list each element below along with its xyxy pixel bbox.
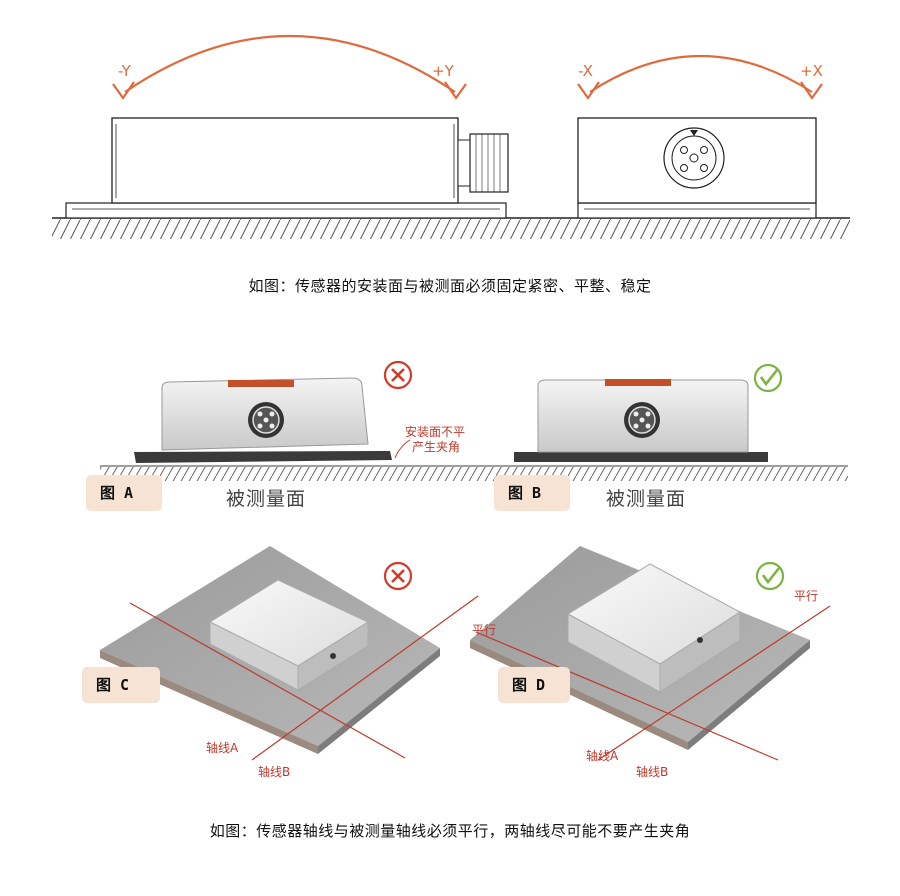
connector-icon — [624, 402, 660, 438]
fig-c-axis-a-line — [251, 595, 479, 761]
check-circle-icon — [755, 561, 785, 591]
pos-x-label: +X — [800, 62, 823, 80]
fig-a-label: 图 A — [86, 475, 162, 511]
connector-icon — [248, 402, 284, 438]
fig-a-sensor: 安装面不平 产生夹角 — [134, 377, 465, 463]
fig-d-sensor — [566, 563, 741, 693]
angle-note-line1: 安装面不平 — [405, 424, 465, 439]
fig-b-sensor — [514, 379, 768, 462]
neg-y-label: -Y — [118, 62, 132, 80]
fig-d-parallel-label-right: 平行 — [794, 589, 818, 603]
fig-d-axis-a-label: 轴线A — [586, 748, 619, 763]
y-rotation-arrow: -Y +Y — [112, 34, 467, 100]
check-circle-icon — [753, 363, 783, 393]
fig-d-axis-b-label: 轴线B — [636, 764, 668, 779]
neg-x-label: -X — [578, 62, 593, 80]
fig-c-label: 图 C — [82, 667, 160, 703]
sensor-side-view — [65, 117, 509, 219]
top-caption: 如图：传感器的安装面与被测面必须固定紧密、平整、稳定 — [248, 277, 652, 295]
connector-icon — [663, 127, 725, 189]
fig-c-axis-b-label: 轴线B — [258, 764, 290, 779]
fig-c-axis-a-label: 轴线A — [206, 740, 239, 755]
ground — [52, 217, 850, 239]
x-rotation-arrow: -X +X — [577, 54, 823, 100]
fig-a-surface-label: 被测量面 — [226, 488, 307, 510]
fig-b-label: 图 B — [494, 475, 570, 511]
mounting-surface-diagram: 安装面不平 产生夹角 — [100, 360, 848, 481]
fig-d-axis-a-line — [597, 605, 831, 761]
orientation-diagram: -Y +Y -X +X — [52, 34, 850, 239]
x-circle-icon — [383, 561, 413, 591]
x-circle-icon — [383, 360, 413, 390]
fig-d-label: 图 D — [498, 667, 570, 703]
fig-b-surface-label: 被测量面 — [606, 488, 687, 510]
fig-d-axis-b-line — [475, 631, 779, 761]
fig-c-axis-b-line — [129, 602, 406, 759]
fig-d-parallel-label-left: 平行 — [472, 623, 496, 637]
axis-alignment-diagram: 轴线A 轴线B 平行 平行 轴线A 轴线B — [100, 546, 831, 779]
bottom-caption: 如图：传感器轴线与被测量轴线必须平行，两轴线尽可能不要产生夹角 — [209, 822, 691, 840]
pos-y-label: +Y — [432, 62, 455, 80]
angle-note-line2: 产生夹角 — [412, 440, 460, 454]
fig-c-sensor — [208, 579, 370, 691]
sensor-end-view — [577, 117, 817, 219]
